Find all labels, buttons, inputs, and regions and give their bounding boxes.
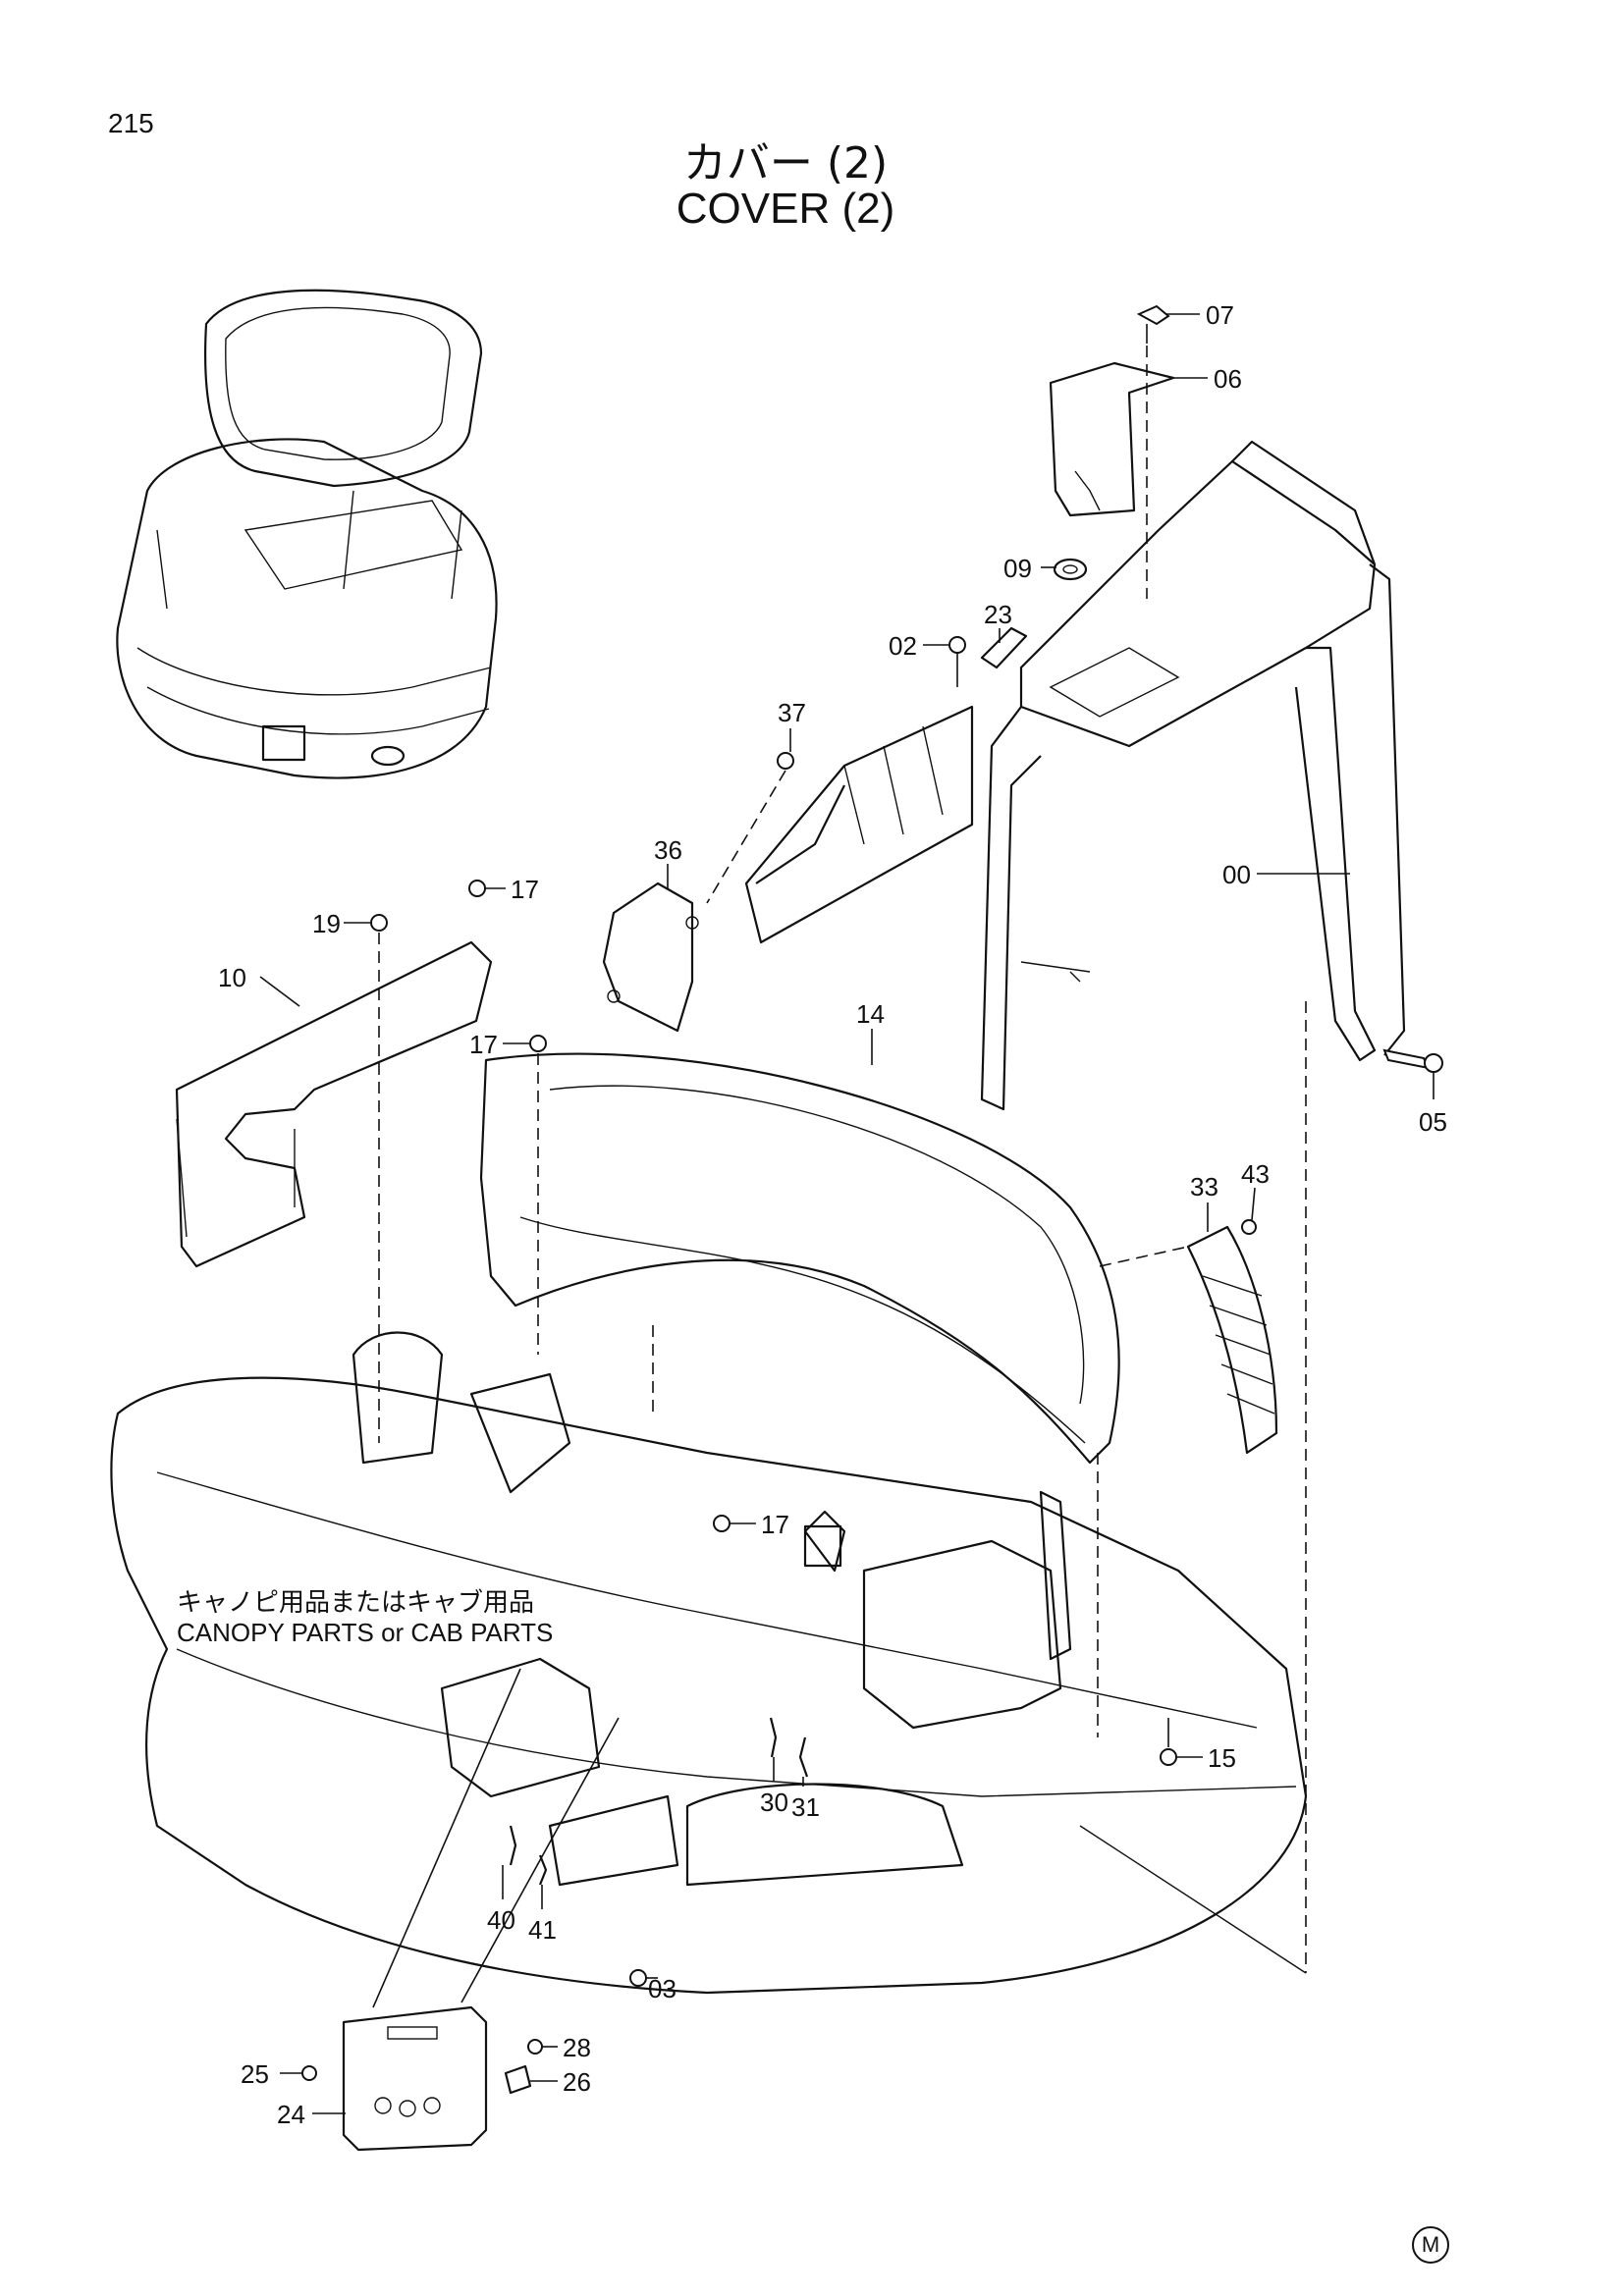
- rear-cover-14: [479, 1035, 1120, 1465]
- bolt-37: [777, 752, 794, 770]
- callout-10: 10: [218, 963, 246, 992]
- callout-33: 33: [1190, 1172, 1218, 1201]
- rops-frame: [744, 440, 1406, 1111]
- callout-15: 15: [1208, 1743, 1236, 1773]
- callout-43: 43: [1241, 1159, 1270, 1189]
- callout-09: 09: [1003, 554, 1032, 583]
- callout-30: 30: [760, 1788, 788, 1817]
- callout-02: 02: [889, 631, 917, 661]
- side-cover-10: [175, 880, 493, 1443]
- callout-40: 40: [487, 1905, 515, 1935]
- callout-00: 00: [1222, 860, 1251, 889]
- circled-m-mark: M: [1412, 2226, 1449, 2264]
- pad-23: [980, 626, 1028, 669]
- callout-17-mid: 17: [469, 1030, 498, 1059]
- callout-14: 14: [856, 999, 885, 1029]
- callout-07: 07: [1206, 300, 1234, 330]
- clip-40: [509, 1825, 517, 1866]
- callout-03: 03: [648, 1974, 677, 2003]
- callout-41: 41: [528, 1915, 557, 1945]
- bolt-03: [629, 1969, 647, 1987]
- page-title-english: COVER (2): [676, 185, 895, 233]
- callout-17-lower: 17: [761, 1510, 789, 1539]
- page-number: 215: [108, 108, 154, 138]
- grommet-09: [1053, 558, 1088, 581]
- cover-plate-06: [1049, 304, 1175, 599]
- bolt-19: [370, 914, 388, 932]
- callout-17-top: 17: [511, 875, 539, 904]
- bolt-15: [1160, 1748, 1177, 1766]
- callout-25: 25: [241, 2059, 269, 2089]
- access-panel-24: [301, 1668, 620, 2152]
- bolt-17-mid: [529, 1035, 547, 1052]
- callout-24: 24: [277, 2100, 305, 2129]
- machine-overview-illustration: [116, 289, 498, 779]
- callout-05: 05: [1419, 1107, 1447, 1137]
- clip-30: [769, 1717, 778, 1758]
- bolt-02: [948, 636, 966, 654]
- callout-28: 28: [563, 2033, 591, 2062]
- bolt-17-top: [468, 880, 486, 897]
- bolt-43: [1241, 1219, 1257, 1235]
- bolt-28: [527, 2039, 543, 2055]
- callout-23: 23: [984, 600, 1012, 629]
- callout-19: 19: [312, 909, 341, 938]
- callout-26: 26: [563, 2067, 591, 2097]
- callout-31: 31: [791, 1792, 820, 1822]
- clip-26: [504, 2064, 532, 2095]
- note-canopy-parts-japanese: キャノピ用品またはキャブ用品: [177, 1588, 535, 1618]
- note-canopy-parts-english: CANOPY PARTS or CAB PARTS: [177, 1618, 554, 1647]
- callout-06: 06: [1214, 364, 1242, 394]
- bracket-36: [602, 752, 794, 1033]
- bolt-05: [1382, 1048, 1431, 1070]
- bolt-25: [301, 2065, 317, 2081]
- page-title-japanese: カバー (2): [682, 138, 889, 188]
- bolt-17-lower: [713, 1515, 731, 1532]
- callout-36: 36: [654, 835, 682, 865]
- clip-41: [538, 1854, 548, 1886]
- clip-31: [798, 1736, 809, 1778]
- grille-33: [1099, 1219, 1278, 1455]
- revolving-frame: [110, 1001, 1308, 1995]
- callout-37: 37: [778, 698, 806, 727]
